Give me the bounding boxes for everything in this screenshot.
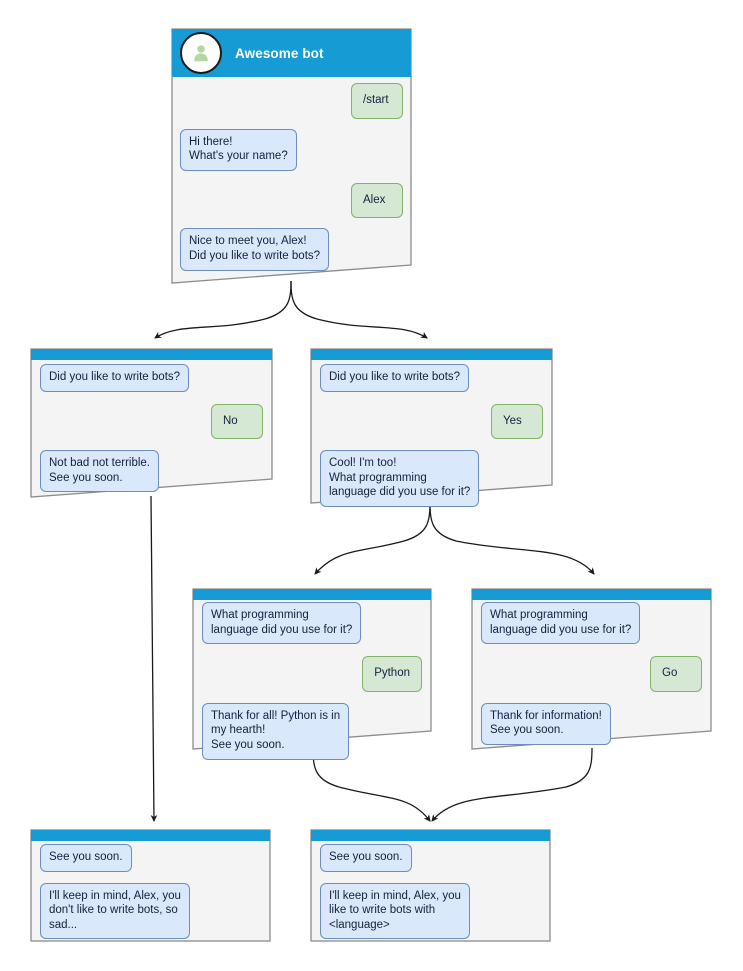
message-row: I'll keep in mind, Alex, you like to wri… [320, 882, 541, 940]
node-answer-no[interactable]: Did you like to write bots? No Not bad n… [30, 348, 273, 498]
node-top-bar [31, 349, 272, 360]
node-top-bar [311, 830, 550, 841]
node-answer-go[interactable]: What programming language did you use fo… [471, 588, 712, 750]
bot-message-bubble[interactable]: What programming language did you use fo… [481, 602, 641, 645]
message-row: Yes [320, 403, 543, 440]
node-top-bar [472, 589, 711, 600]
node-end-negative[interactable]: See you soon. I'll keep in mind, Alex, y… [30, 829, 271, 942]
message-row: What programming language did you use fo… [202, 602, 422, 645]
message-row: What programming language did you use fo… [481, 602, 702, 645]
message-row: See you soon. [320, 844, 541, 872]
message-row: Go [481, 656, 702, 692]
user-message-bubble[interactable]: Yes [491, 403, 543, 440]
message-row: Nice to meet you, Alex! Did you like to … [180, 228, 403, 271]
bot-message-bubble[interactable]: See you soon. [320, 844, 412, 872]
bot-message-bubble[interactable]: Cool! I'm too! What programming language… [320, 450, 480, 507]
message-list: What programming language did you use fo… [192, 602, 432, 760]
bot-message-bubble[interactable]: Thank for all! Python is in my hearth! S… [202, 702, 350, 760]
user-message-bubble[interactable]: Go [650, 656, 702, 692]
node-answer-python[interactable]: What programming language did you use fo… [192, 588, 432, 760]
bot-message-bubble[interactable]: Did you like to write bots? [320, 364, 470, 392]
message-row: Thank for information! See you soon. [481, 702, 702, 745]
person-glyph [194, 45, 208, 62]
user-message-bubble[interactable]: No [211, 403, 263, 440]
message-row: Hi there! What's your name? [180, 128, 403, 171]
message-row: Alex [180, 182, 403, 219]
bot-message-bubble[interactable]: Hi there! What's your name? [180, 128, 297, 171]
node-answer-yes[interactable]: Did you like to write bots? Yes Cool! I'… [310, 348, 553, 507]
message-row: Python [202, 656, 422, 692]
edge-root-to-yes [290, 280, 428, 339]
message-row: See you soon. [40, 844, 261, 872]
bot-message-bubble[interactable]: See you soon. [40, 844, 132, 872]
message-list: See you soon. I'll keep in mind, Alex, y… [310, 844, 551, 940]
node-top-bar [31, 830, 270, 841]
root-message-list: /start Hi there! What's your name? Alex … [170, 83, 413, 271]
message-row: /start [180, 83, 403, 119]
user-message-bubble[interactable]: /start [351, 83, 403, 119]
message-row: Thank for all! Python is in my hearth! S… [202, 702, 422, 760]
message-list: See you soon. I'll keep in mind, Alex, y… [30, 844, 271, 940]
node-end-positive[interactable]: See you soon. I'll keep in mind, Alex, y… [310, 829, 551, 942]
edge-no-to-end-sad [150, 495, 158, 823]
edge-yes-to-go [429, 501, 595, 575]
root-node-header: Awesome bot [172, 29, 411, 77]
edge-root-to-no [154, 280, 292, 339]
bot-message-bubble[interactable]: Did you like to write bots? [40, 364, 190, 392]
node-top-bar [311, 349, 552, 360]
message-list: What programming language did you use fo… [471, 602, 712, 745]
root-node-title: Awesome bot [235, 45, 324, 61]
message-row: Cool! I'm too! What programming language… [320, 450, 543, 507]
message-row: Not bad not terrible. See you soon. [40, 450, 263, 493]
bot-message-bubble[interactable]: Not bad not terrible. See you soon. [40, 450, 160, 493]
bot-message-bubble[interactable]: Nice to meet you, Alex! Did you like to … [180, 228, 330, 271]
edge-go-to-end-happy [431, 747, 593, 822]
node-top-bar [193, 589, 431, 600]
person-avatar-icon [180, 32, 222, 74]
user-message-bubble[interactable]: Alex [351, 182, 403, 219]
message-list: Did you like to write bots? No Not bad n… [30, 364, 273, 493]
message-list: Did you like to write bots? Yes Cool! I'… [310, 364, 553, 507]
user-message-bubble[interactable]: Python [362, 656, 422, 692]
bot-message-bubble[interactable]: Thank for information! See you soon. [481, 702, 611, 745]
message-row: Did you like to write bots? [40, 364, 263, 392]
message-row: Did you like to write bots? [320, 364, 543, 392]
bot-message-bubble[interactable]: I'll keep in mind, Alex, you like to wri… [320, 882, 470, 940]
message-row: I'll keep in mind, Alex, you don't like … [40, 882, 261, 940]
bot-message-bubble[interactable]: What programming language did you use fo… [202, 602, 362, 645]
bot-message-bubble[interactable]: I'll keep in mind, Alex, you don't like … [40, 882, 190, 940]
message-row: No [40, 403, 263, 440]
edge-yes-to-python [314, 501, 431, 575]
node-root-start[interactable]: Awesome bot /start Hi there! What's your… [170, 27, 413, 285]
